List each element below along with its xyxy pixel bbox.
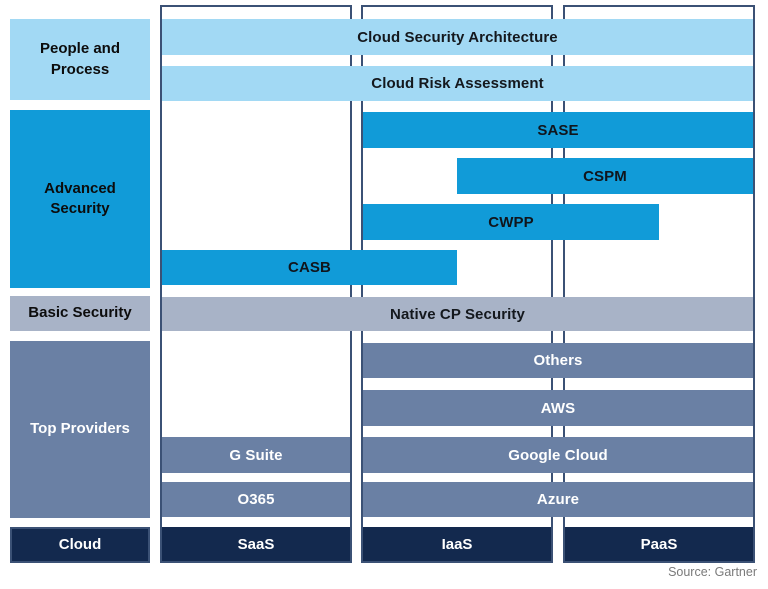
row-label-cloud: Cloud (10, 527, 150, 563)
row-label-top-providers: Top Providers (10, 341, 150, 518)
row-label-advanced-security: Advanced Security (10, 110, 150, 288)
column-header-saas: SaaS (162, 527, 350, 561)
bar-casb: CASB (162, 250, 457, 285)
bar-azure: Azure (363, 482, 753, 517)
bar-cwpp: CWPP (363, 204, 659, 240)
bar-cspm: CSPM (457, 158, 753, 194)
bar-o365: O365 (162, 482, 350, 517)
bar-cloud-security-architecture: Cloud Security Architecture (162, 19, 753, 55)
row-label-people-and-process: People and Process (10, 19, 150, 100)
bar-native-cp-security: Native CP Security (162, 297, 753, 331)
bar-g-suite: G Suite (162, 437, 350, 473)
bar-google-cloud: Google Cloud (363, 437, 753, 473)
bar-sase: SASE (363, 112, 753, 148)
bar-others: Others (363, 343, 753, 378)
column-header-paas: PaaS (565, 527, 753, 561)
source-credit: Source: Gartner (668, 565, 757, 579)
bar-cloud-risk-assessment: Cloud Risk Assessment (162, 66, 753, 101)
bar-aws: AWS (363, 390, 753, 426)
column-header-iaas: IaaS (363, 527, 551, 561)
row-label-basic-security: Basic Security (10, 296, 150, 331)
